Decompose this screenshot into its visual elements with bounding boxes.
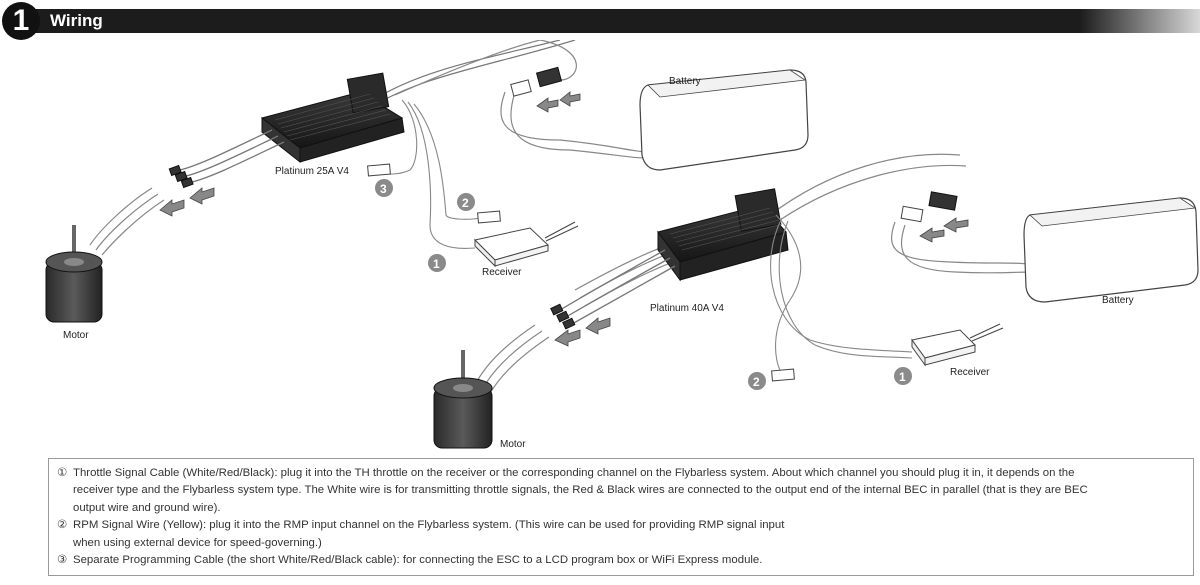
wiring-diagram: Battery Platinum 25A V4 Mot [0,40,1200,455]
bottom-receiver: Receiver [911,323,1004,378]
bottom-motor-arrows [554,317,611,347]
note-line: Throttle Signal Cable (White/Red/Black):… [73,467,1075,479]
bottom-battery-label: Battery [1102,295,1134,306]
badge-bottom-1-text: 1 [899,370,906,384]
badge-top-1: 1 [428,254,446,272]
bottom-motor-leads [559,249,676,325]
top-esc: Platinum 25A V4 [260,72,405,177]
top-motor-bullets [168,164,194,189]
top-receiver: Receiver [473,221,579,278]
section-title: Wiring [50,11,103,30]
bottom-signal-wires [770,214,913,371]
note-line: RPM Signal Wire (Yellow): plug it into t… [73,519,785,532]
section-number: 1 [2,2,40,40]
note-line: receiver type and the Flybarless system … [73,484,1088,497]
notes-box: ① Throttle Signal Cable (White/Red/Black… [48,458,1194,576]
top-motor: Motor [45,187,165,341]
badge-top-3-text: 3 [380,182,387,196]
note-throttle: ① Throttle Signal Cable (White/Red/Black… [57,465,1183,517]
bottom-battery: Battery [1023,197,1199,306]
note-programming: ③ Separate Programming Cable (the short … [57,552,1183,569]
bottom-battery-arrows [919,217,969,243]
top-battery: Battery [639,69,809,171]
bottom-esc: Platinum 40A V4 [650,188,789,314]
bottom-rpm-connector [771,368,795,382]
badge-bottom-1: 1 [894,367,912,385]
section-header: 1 Wiring [0,0,1200,40]
bottom-battery-connectors [900,191,958,223]
top-battery-connectors [510,66,563,97]
note-marker: ② [57,519,68,532]
note-line: output wire and ground wire). [73,501,221,514]
top-motor-arrows [159,187,215,217]
top-receiver-label: Receiver [482,267,522,278]
top-battery-label: Battery [669,76,701,87]
bottom-esc-label: Platinum 40A V4 [650,303,724,314]
header-bar-fade [1080,9,1200,33]
badge-top-2: 2 [457,193,475,211]
bottom-motor: Motor [433,324,550,450]
badge-top-3: 3 [375,179,393,197]
note-marker: ① [57,467,68,479]
note-line: when using external device for speed-gov… [73,536,322,549]
top-battery-leads [394,40,646,159]
note-marker: ③ [57,554,68,567]
bottom-motor-bullets [550,303,576,330]
bottom-receiver-label: Receiver [950,367,990,378]
badge-top-2-text: 2 [462,196,469,210]
badge-bottom-2-text: 2 [753,375,760,389]
note-rpm: ② RPM Signal Wire (Yellow): plug it into… [57,517,1183,552]
bottom-motor-label: Motor [500,439,526,450]
top-esc-input-wires [369,40,576,109]
top-programming-connector [367,163,391,177]
badge-bottom-2: 2 [748,372,766,390]
top-battery-arrows [536,91,581,113]
top-motor-label: Motor [63,330,89,341]
top-motor-leads [179,129,285,183]
header-bar [14,9,1200,33]
top-rpm-connector [477,210,501,224]
note-line: Separate Programming Cable (the short Wh… [73,554,763,567]
top-esc-label: Platinum 25A V4 [275,166,349,177]
badge-top-1-text: 1 [433,257,440,271]
